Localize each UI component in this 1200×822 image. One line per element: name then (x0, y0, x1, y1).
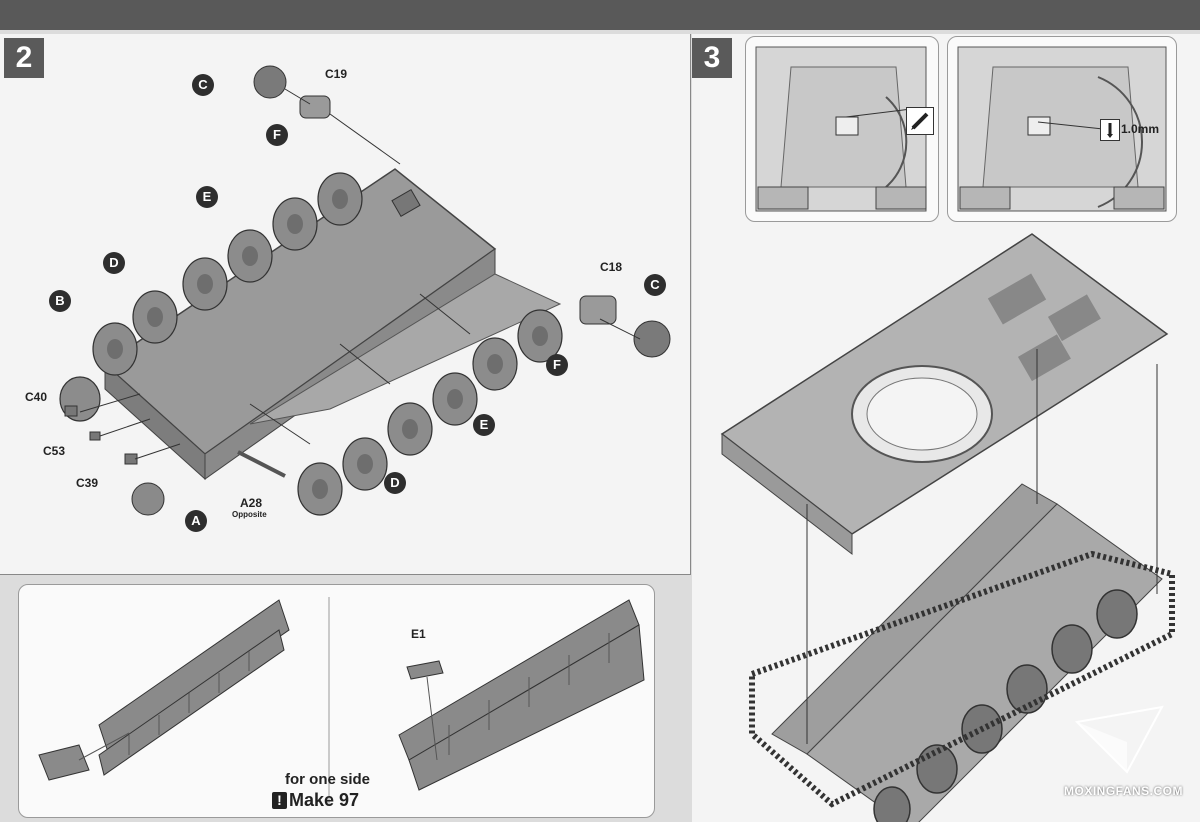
hull-on-chassis-drawing (720, 233, 1175, 822)
callout-d-bottom: D (384, 472, 406, 494)
label-c53: C53 (43, 444, 66, 458)
callout-a: A (185, 510, 207, 532)
label-a28-opposite: Opposite (232, 510, 267, 519)
step-2-number: 2 (4, 38, 44, 78)
step-3-panel: 3 1.0mm (692, 34, 1200, 822)
track-assembly-panel: E1 for one side ! Make 97 (18, 584, 655, 818)
detail-view-right: 1.0mm (947, 36, 1177, 222)
drill-icon (1100, 119, 1120, 141)
top-header-bar (0, 0, 1200, 30)
exclamation-icon: ! (272, 792, 287, 809)
note-make-text: Make 97 (289, 790, 360, 810)
hull-underside-detail-left (755, 46, 927, 212)
callout-e-right: E (473, 414, 495, 436)
step-3-number: 3 (692, 38, 732, 78)
watermark-text: MOXINGFANS.COM (1064, 784, 1184, 798)
note-make-count: ! Make 97 (272, 790, 359, 811)
label-c19: C19 (325, 67, 348, 81)
callout-d-top: D (103, 252, 125, 274)
label-c39: C39 (76, 476, 99, 490)
step-2-panel: 2 (0, 34, 691, 575)
track-links-drawing (38, 597, 645, 805)
hull-assembly-drawing (59, 65, 671, 516)
detail-view-left (745, 36, 939, 222)
label-c40: C40 (25, 390, 48, 404)
label-e1: E1 (411, 627, 426, 641)
callout-f-top: F (266, 124, 288, 146)
callout-f-right: F (546, 354, 568, 376)
label-a28: A28 (240, 496, 263, 510)
callout-c-top: C (192, 74, 214, 96)
label-c18: C18 (600, 260, 623, 274)
hull-underside-detail-right (957, 46, 1167, 212)
drill-size-label: 1.0mm (1121, 122, 1160, 136)
callout-b: B (49, 290, 71, 312)
callout-e-top: E (196, 186, 218, 208)
callout-c-right: C (644, 274, 666, 296)
note-for-one-side: for one side (285, 771, 371, 788)
glue-tool-icon (906, 107, 934, 135)
